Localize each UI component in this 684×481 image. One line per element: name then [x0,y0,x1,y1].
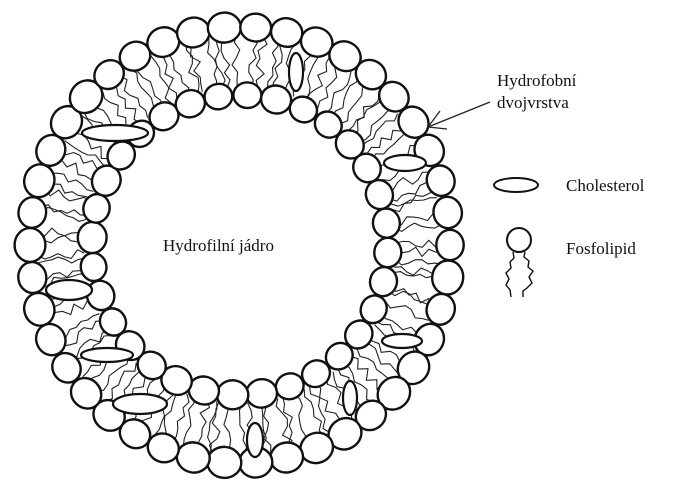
lipid-tail [63,321,103,346]
outer-phospholipid-head [268,15,305,50]
cholesterol-molecule [247,423,263,457]
outer-phospholipid-head [423,290,459,328]
lipid-tail [386,172,429,190]
lipid-tail [160,390,178,438]
inner-phospholipid-head [244,377,279,410]
cholesterol-molecule [82,125,148,141]
inner-phospholipid-head [79,251,108,282]
outer-phospholipid-head [431,195,464,230]
lipid-tail [386,302,429,321]
bilayer-label-line-1: Hydrofobní [497,71,576,91]
lipid-tail [151,56,171,103]
inner-phospholipid-head [233,82,262,109]
lipid-tail [358,108,393,142]
lipid-tail [396,240,442,247]
lipid-tail [186,43,199,93]
cholesterol-molecule [113,394,167,414]
inner-phospholipid-head [258,82,294,116]
lipid-tail [159,53,178,101]
legend-phospholipid-icon [506,228,533,297]
inner-phospholipid-head [371,207,402,240]
lipid-tail [273,40,285,91]
inner-phospholipid-head [367,264,400,299]
lipid-tail [240,403,247,455]
inner-phospholipid-head [374,237,402,268]
outer-phospholipid-head [174,439,213,476]
legend-phospholipid-label: Fosfolipid [566,239,636,259]
legend-cholesterol-icon [494,178,538,192]
lipid-tail [256,36,267,88]
inner-phospholipid-head [203,82,234,111]
cholesterol-molecule [46,280,92,300]
lipid-tail [50,173,93,191]
core-label: Hydrofilní jádro [163,236,274,256]
outer-phospholipid-head [206,446,242,479]
outer-phospholipid-head [436,230,463,260]
outer-phospholipid-head [239,13,272,43]
lipid-tail [138,64,161,109]
outer-phospholipid-head [16,195,48,229]
cholesterol-molecule [343,381,357,415]
lipid-tail [268,38,279,89]
lipid-tail [348,93,380,131]
lipid-tail [39,257,85,263]
bilayer-label-line-2: dvojvrstva [497,93,569,113]
legend-cholesterol-label: Cholesterol [566,176,644,196]
lipid-tail [51,300,94,318]
lipid-tail [264,401,271,452]
cholesterol-molecule [384,155,426,171]
lipid-tail [390,288,434,303]
lipid-tail [308,57,330,104]
cholesterol-molecule [382,334,422,348]
lipid-tail [392,198,437,212]
lipid-tail [396,247,442,256]
lipid-tail [283,397,296,447]
inner-phospholipid-head [77,221,107,254]
lipid-tail [395,259,441,265]
outer-phospholipid-head [430,258,466,296]
bilayer-arrow [428,102,490,129]
outer-phospholipid-head [207,11,242,43]
lipid-tail [120,76,147,118]
outer-phospholipid-head [16,260,48,295]
cholesterol-molecule [289,53,303,91]
lipid-tail [183,397,196,447]
inner-phospholipid-head [216,380,249,411]
outer-phospholipid-head [15,228,46,262]
lipid-tail [249,36,258,88]
cholesterol-molecule [81,348,133,362]
lipid-tail [191,41,203,91]
lipid-tail [130,69,155,113]
lipid-tail [340,84,370,124]
lipid-tail [232,35,240,87]
lipid-tail [332,76,359,118]
lipid-tail [103,91,134,129]
